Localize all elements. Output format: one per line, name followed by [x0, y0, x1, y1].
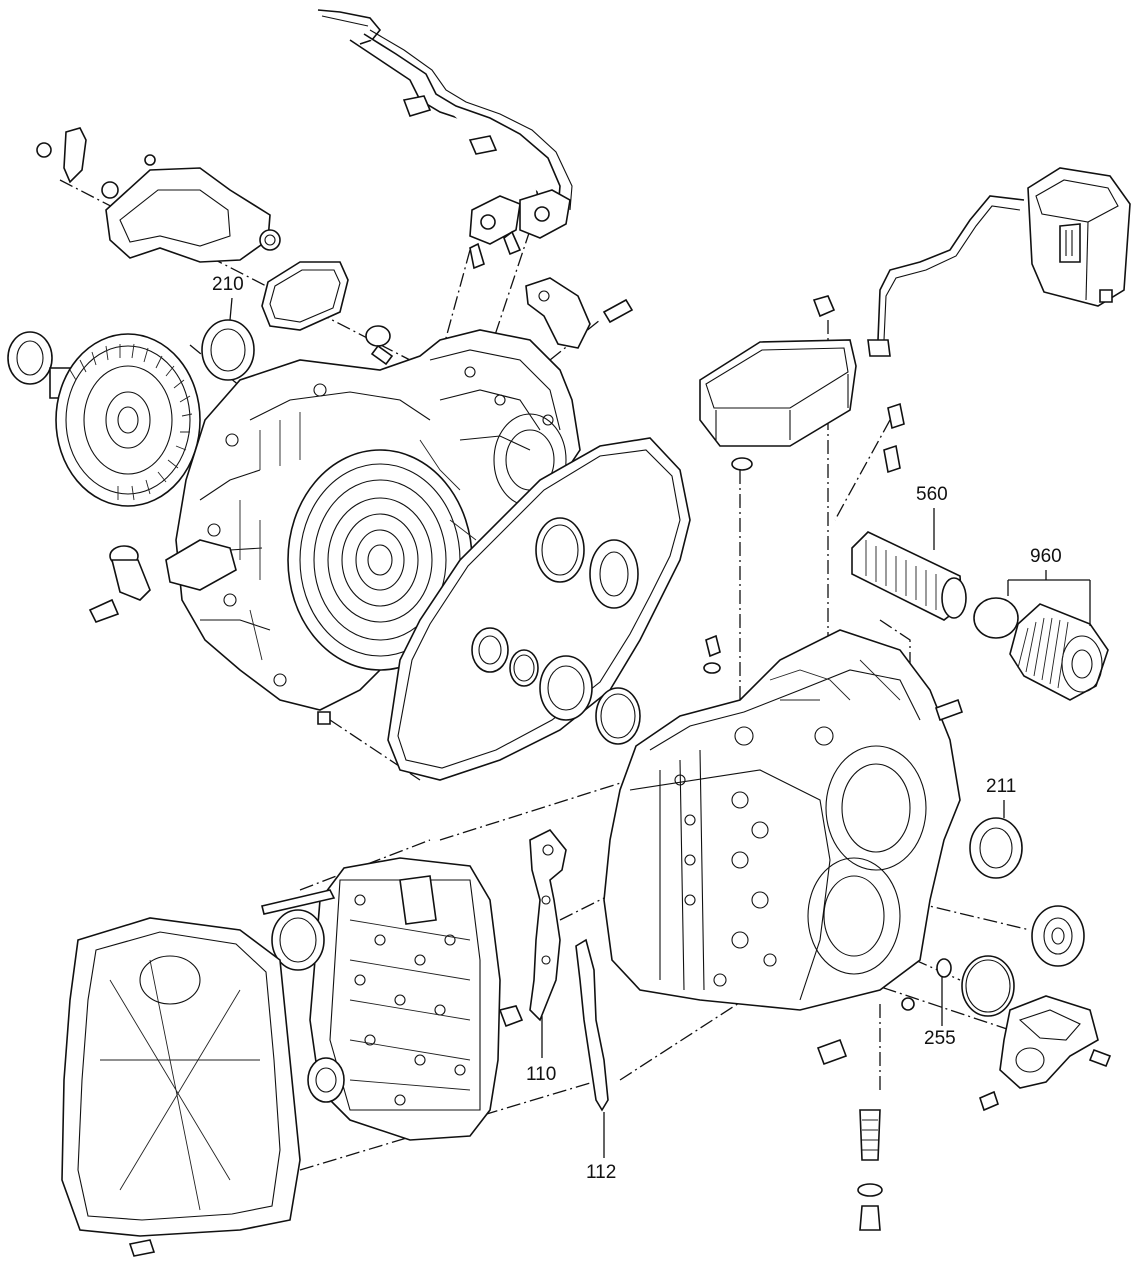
- callout-label-210: 210: [212, 274, 244, 295]
- torque-converter: [49, 333, 201, 507]
- callout-label-960: 960: [1030, 546, 1062, 567]
- stud-fitting: [365, 325, 394, 366]
- valve-body: [261, 857, 524, 1141]
- callout-label-211: 211: [986, 776, 1016, 797]
- seal-210: [201, 319, 255, 381]
- filter-element-560: [851, 531, 967, 621]
- nipple-fittings: [883, 402, 905, 474]
- callout-label-112: 112: [586, 1162, 616, 1183]
- oil-cooler: [699, 295, 857, 471]
- housing-gasket: [387, 437, 691, 781]
- control-module: [867, 167, 1131, 357]
- gearbox-case-right: [603, 629, 964, 1066]
- sensor-fitting: [88, 539, 331, 725]
- callout-960: 960: [1007, 546, 1091, 626]
- callout-211: 211: [986, 776, 1016, 818]
- small-gasket: [261, 261, 349, 331]
- callout-255: 255: [924, 976, 956, 1049]
- callout-label-560: 560: [916, 484, 948, 505]
- o-rings-255: [936, 955, 1015, 1017]
- callout-112: 112: [586, 1112, 616, 1183]
- seal-ring: [271, 909, 325, 971]
- callout-560: 560: [916, 484, 948, 550]
- end-cap: [1031, 905, 1085, 967]
- gasket-110: [529, 828, 567, 1022]
- filter-cover-960: [973, 597, 1109, 701]
- pipe-assembly: [317, 9, 573, 270]
- pump-unit: [979, 995, 1112, 1112]
- callout-label-255: 255: [924, 1028, 956, 1049]
- gasket-112: [575, 938, 609, 1112]
- callout-label-110: 110: [526, 1064, 556, 1085]
- callout-110: 110: [526, 1016, 556, 1085]
- rings-and-bearings: [471, 517, 641, 745]
- seal-211: [969, 817, 1023, 879]
- bracket-assembly: [36, 127, 281, 263]
- oil-pan: [61, 917, 301, 1257]
- left-seal: [7, 331, 53, 385]
- callout-210: 210: [212, 274, 244, 321]
- drain-plug: [857, 1109, 883, 1231]
- mount-bracket: [525, 277, 634, 349]
